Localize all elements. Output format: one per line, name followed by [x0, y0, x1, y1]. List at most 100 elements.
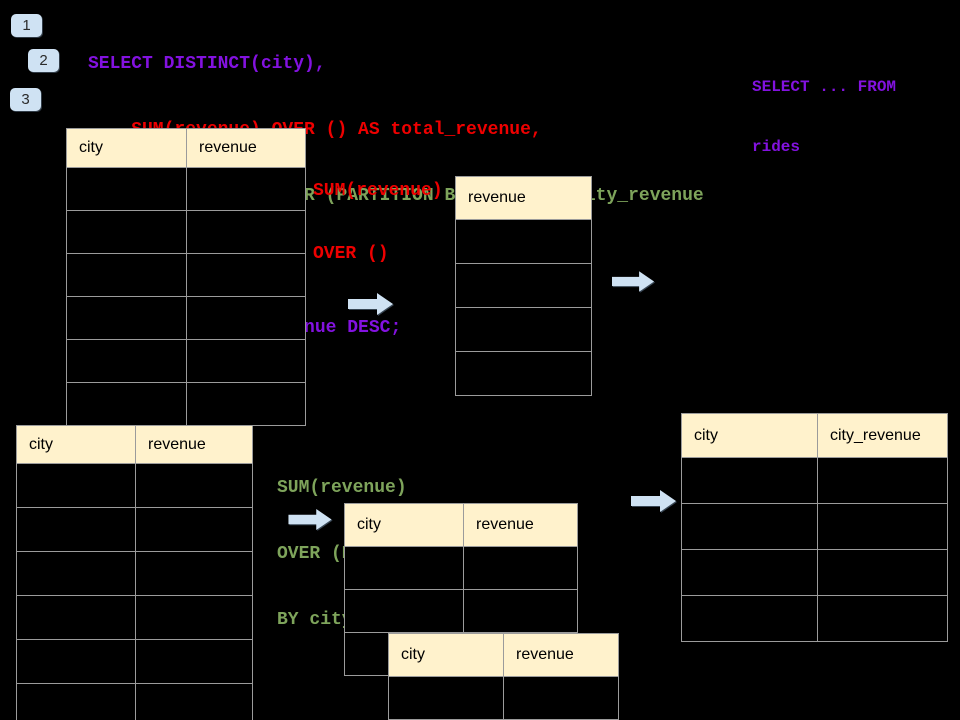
- empty-cell: [66, 296, 187, 340]
- empty-cell: [66, 210, 187, 254]
- side-note: SELECT ... FROM rides: [752, 37, 896, 197]
- empty-cell: [16, 551, 136, 596]
- table-row: [344, 546, 578, 590]
- column-header: revenue: [135, 425, 253, 464]
- table-row: [16, 463, 253, 508]
- empty-cell: [455, 263, 592, 308]
- table-row: [66, 382, 306, 426]
- empty-cell: [681, 457, 818, 504]
- empty-cell: [16, 507, 136, 552]
- column-header: revenue: [186, 128, 306, 168]
- column-header: city: [16, 425, 136, 464]
- column-header: city: [344, 503, 464, 547]
- table-row: [66, 296, 306, 340]
- right-arrow-icon: [288, 508, 333, 531]
- side-note-line: SELECT ... FROM: [752, 78, 897, 96]
- right-arrow-icon: [612, 270, 655, 293]
- empty-cell: [186, 210, 306, 254]
- right-arrow-icon: [631, 489, 677, 513]
- header-row: city revenue: [66, 128, 306, 168]
- table-source-bottom: city revenue: [16, 425, 253, 720]
- empty-cell: [66, 382, 187, 426]
- empty-cell: [186, 253, 306, 297]
- empty-cell: [186, 167, 306, 211]
- empty-cell: [681, 549, 818, 596]
- column-header: revenue: [455, 176, 592, 220]
- step-badge-3: 3: [10, 88, 41, 111]
- table-row: [66, 253, 306, 297]
- code-line: SELECT DISTINCT(city),: [88, 54, 326, 74]
- table-row: [16, 551, 253, 596]
- table-row: [16, 507, 253, 552]
- table-row: [66, 167, 306, 211]
- table-source-top: city revenue: [66, 128, 306, 426]
- step-badge-1: 1: [11, 14, 42, 37]
- column-header: city: [66, 128, 187, 168]
- empty-cell: [817, 503, 948, 550]
- empty-cell: [16, 595, 136, 640]
- empty-cell: [135, 683, 253, 720]
- table-row: [16, 595, 253, 640]
- column-header: city: [388, 633, 504, 677]
- table-row: [681, 549, 948, 596]
- annotation-line: OVER (): [313, 244, 389, 264]
- empty-cell: [66, 253, 187, 297]
- table-row: [66, 210, 306, 254]
- header-row: city revenue: [388, 633, 619, 677]
- empty-cell: [135, 463, 253, 508]
- empty-cell: [186, 296, 306, 340]
- table-row: [681, 503, 948, 550]
- annotation-total-revenue: SUM(revenue) OVER (): [313, 139, 443, 307]
- empty-cell: [455, 351, 592, 396]
- empty-cell: [463, 589, 578, 633]
- step-badge-2: 2: [28, 49, 59, 72]
- empty-cell: [817, 457, 948, 504]
- table-partition-b: city revenue: [388, 633, 619, 720]
- empty-cell: [344, 589, 464, 633]
- empty-cell: [681, 503, 818, 550]
- empty-cell: [66, 167, 187, 211]
- empty-cell: [681, 595, 818, 642]
- empty-cell: [16, 463, 136, 508]
- table-result: city city_revenue: [681, 413, 948, 642]
- column-header: city_revenue: [817, 413, 948, 458]
- table-row: [344, 589, 578, 633]
- empty-cell: [388, 676, 504, 720]
- header-row: city revenue: [16, 425, 253, 464]
- empty-cell: [186, 339, 306, 383]
- empty-cell: [455, 219, 592, 264]
- column-header: city: [681, 413, 818, 458]
- table-row: [455, 219, 592, 264]
- table-row: [681, 457, 948, 504]
- empty-cell: [135, 595, 253, 640]
- table-row: [388, 676, 619, 720]
- empty-cell: [817, 549, 948, 596]
- table-row: [66, 339, 306, 383]
- table-row: [455, 307, 592, 352]
- empty-cell: [817, 595, 948, 642]
- header-row: city city_revenue: [681, 413, 948, 458]
- annotation-line: SUM(revenue): [313, 181, 443, 201]
- empty-cell: [344, 546, 464, 590]
- table-row: [16, 639, 253, 684]
- right-arrow-icon: [348, 292, 394, 316]
- empty-cell: [186, 382, 306, 426]
- empty-cell: [66, 339, 187, 383]
- column-header: revenue: [463, 503, 578, 547]
- empty-cell: [135, 551, 253, 596]
- table-revenue-only: revenue: [455, 176, 592, 396]
- table-row: [681, 595, 948, 642]
- empty-cell: [463, 546, 578, 590]
- side-note-line: rides: [752, 138, 801, 156]
- header-row: revenue: [455, 176, 592, 220]
- empty-cell: [16, 683, 136, 720]
- empty-cell: [16, 639, 136, 684]
- annotation-line: SUM(revenue): [277, 478, 407, 498]
- empty-cell: [135, 507, 253, 552]
- empty-cell: [503, 676, 619, 720]
- table-row: [16, 683, 253, 720]
- table-row: [455, 351, 592, 396]
- column-header: revenue: [503, 633, 619, 677]
- table-row: [455, 263, 592, 308]
